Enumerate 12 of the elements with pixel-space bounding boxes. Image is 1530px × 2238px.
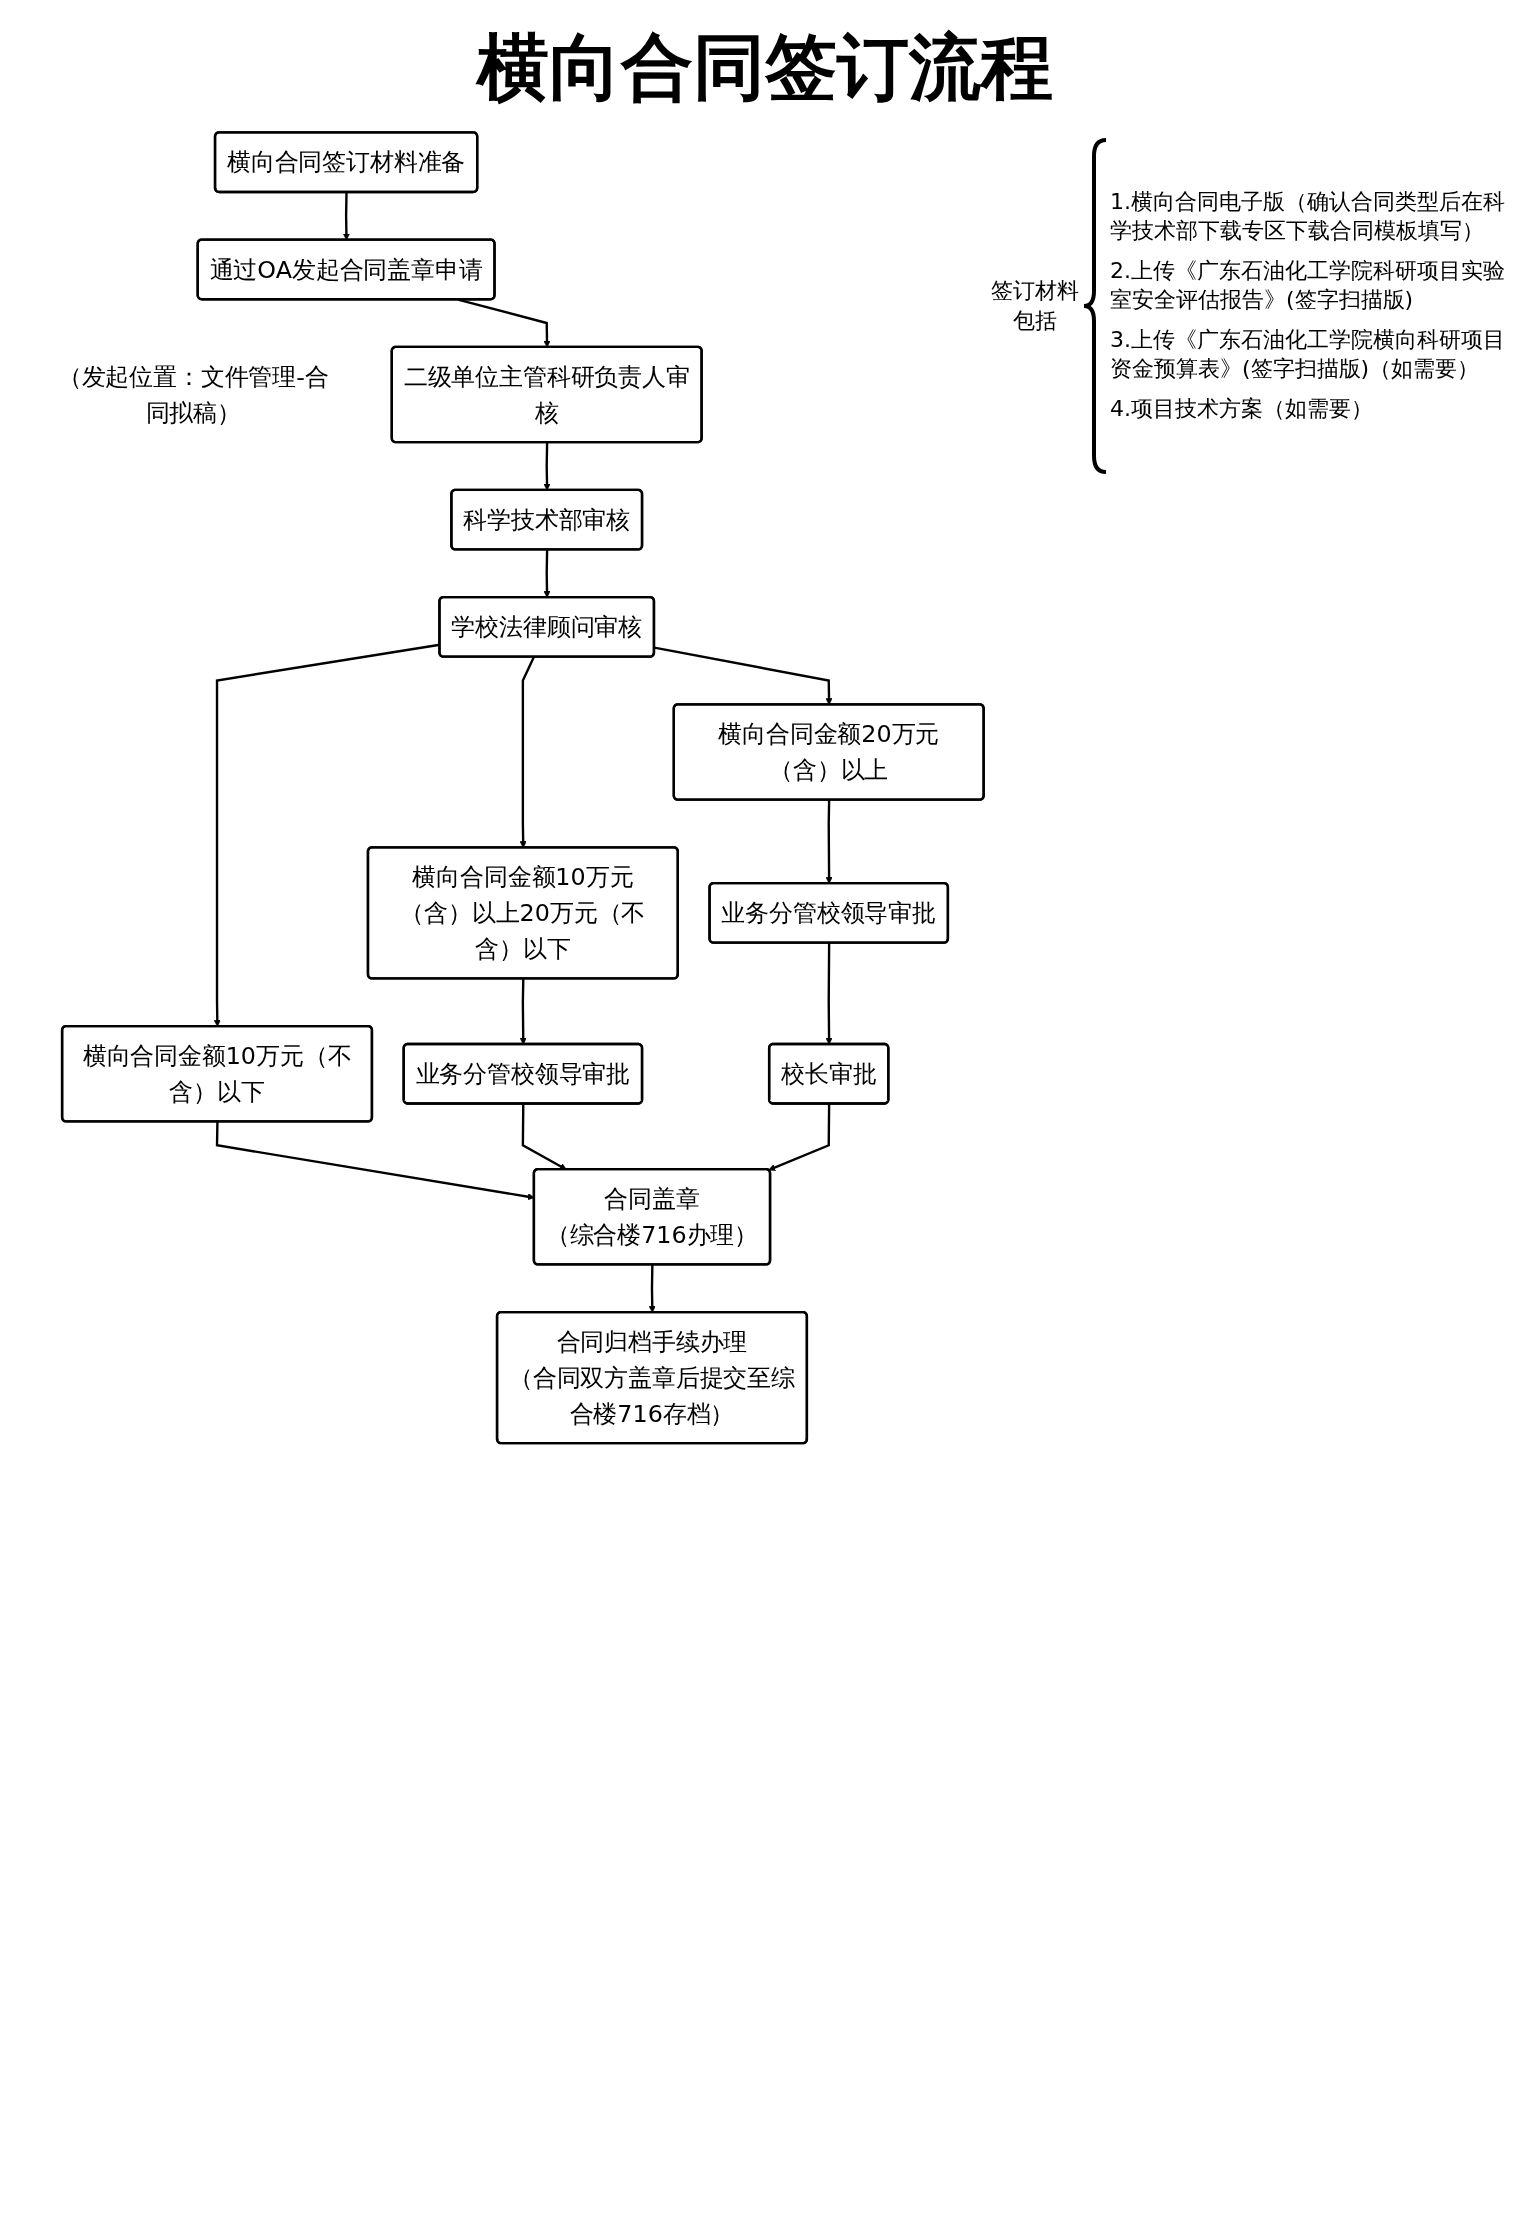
arrow: [648, 1264, 656, 1313]
note-text: 2.上传《广东石油化工学院科研项目实验室安全评估报告》(签字扫描版): [1110, 257, 1506, 314]
node-label: （发起位置：文件管理-合同拟稿）: [57, 362, 329, 427]
diagram-title: 横向合同签订流程: [474, 24, 1054, 111]
note-text: 1.横向合同电子版（确认合同类型后在科学技术部下载专区下载合同模板填写）: [1110, 187, 1506, 245]
note-heading: 签订材料包括: [990, 277, 1080, 335]
arrow: [521, 1103, 567, 1170]
arrow: [768, 1103, 831, 1171]
arrow: [543, 549, 551, 598]
note-text: 4.项目技术方案（如需要）: [1110, 395, 1374, 424]
arrow: [825, 800, 833, 884]
note-text: 3.上传《广东石油化工学院横向科研项目资金预算表》(签字扫描版)（如需要）: [1110, 326, 1506, 383]
